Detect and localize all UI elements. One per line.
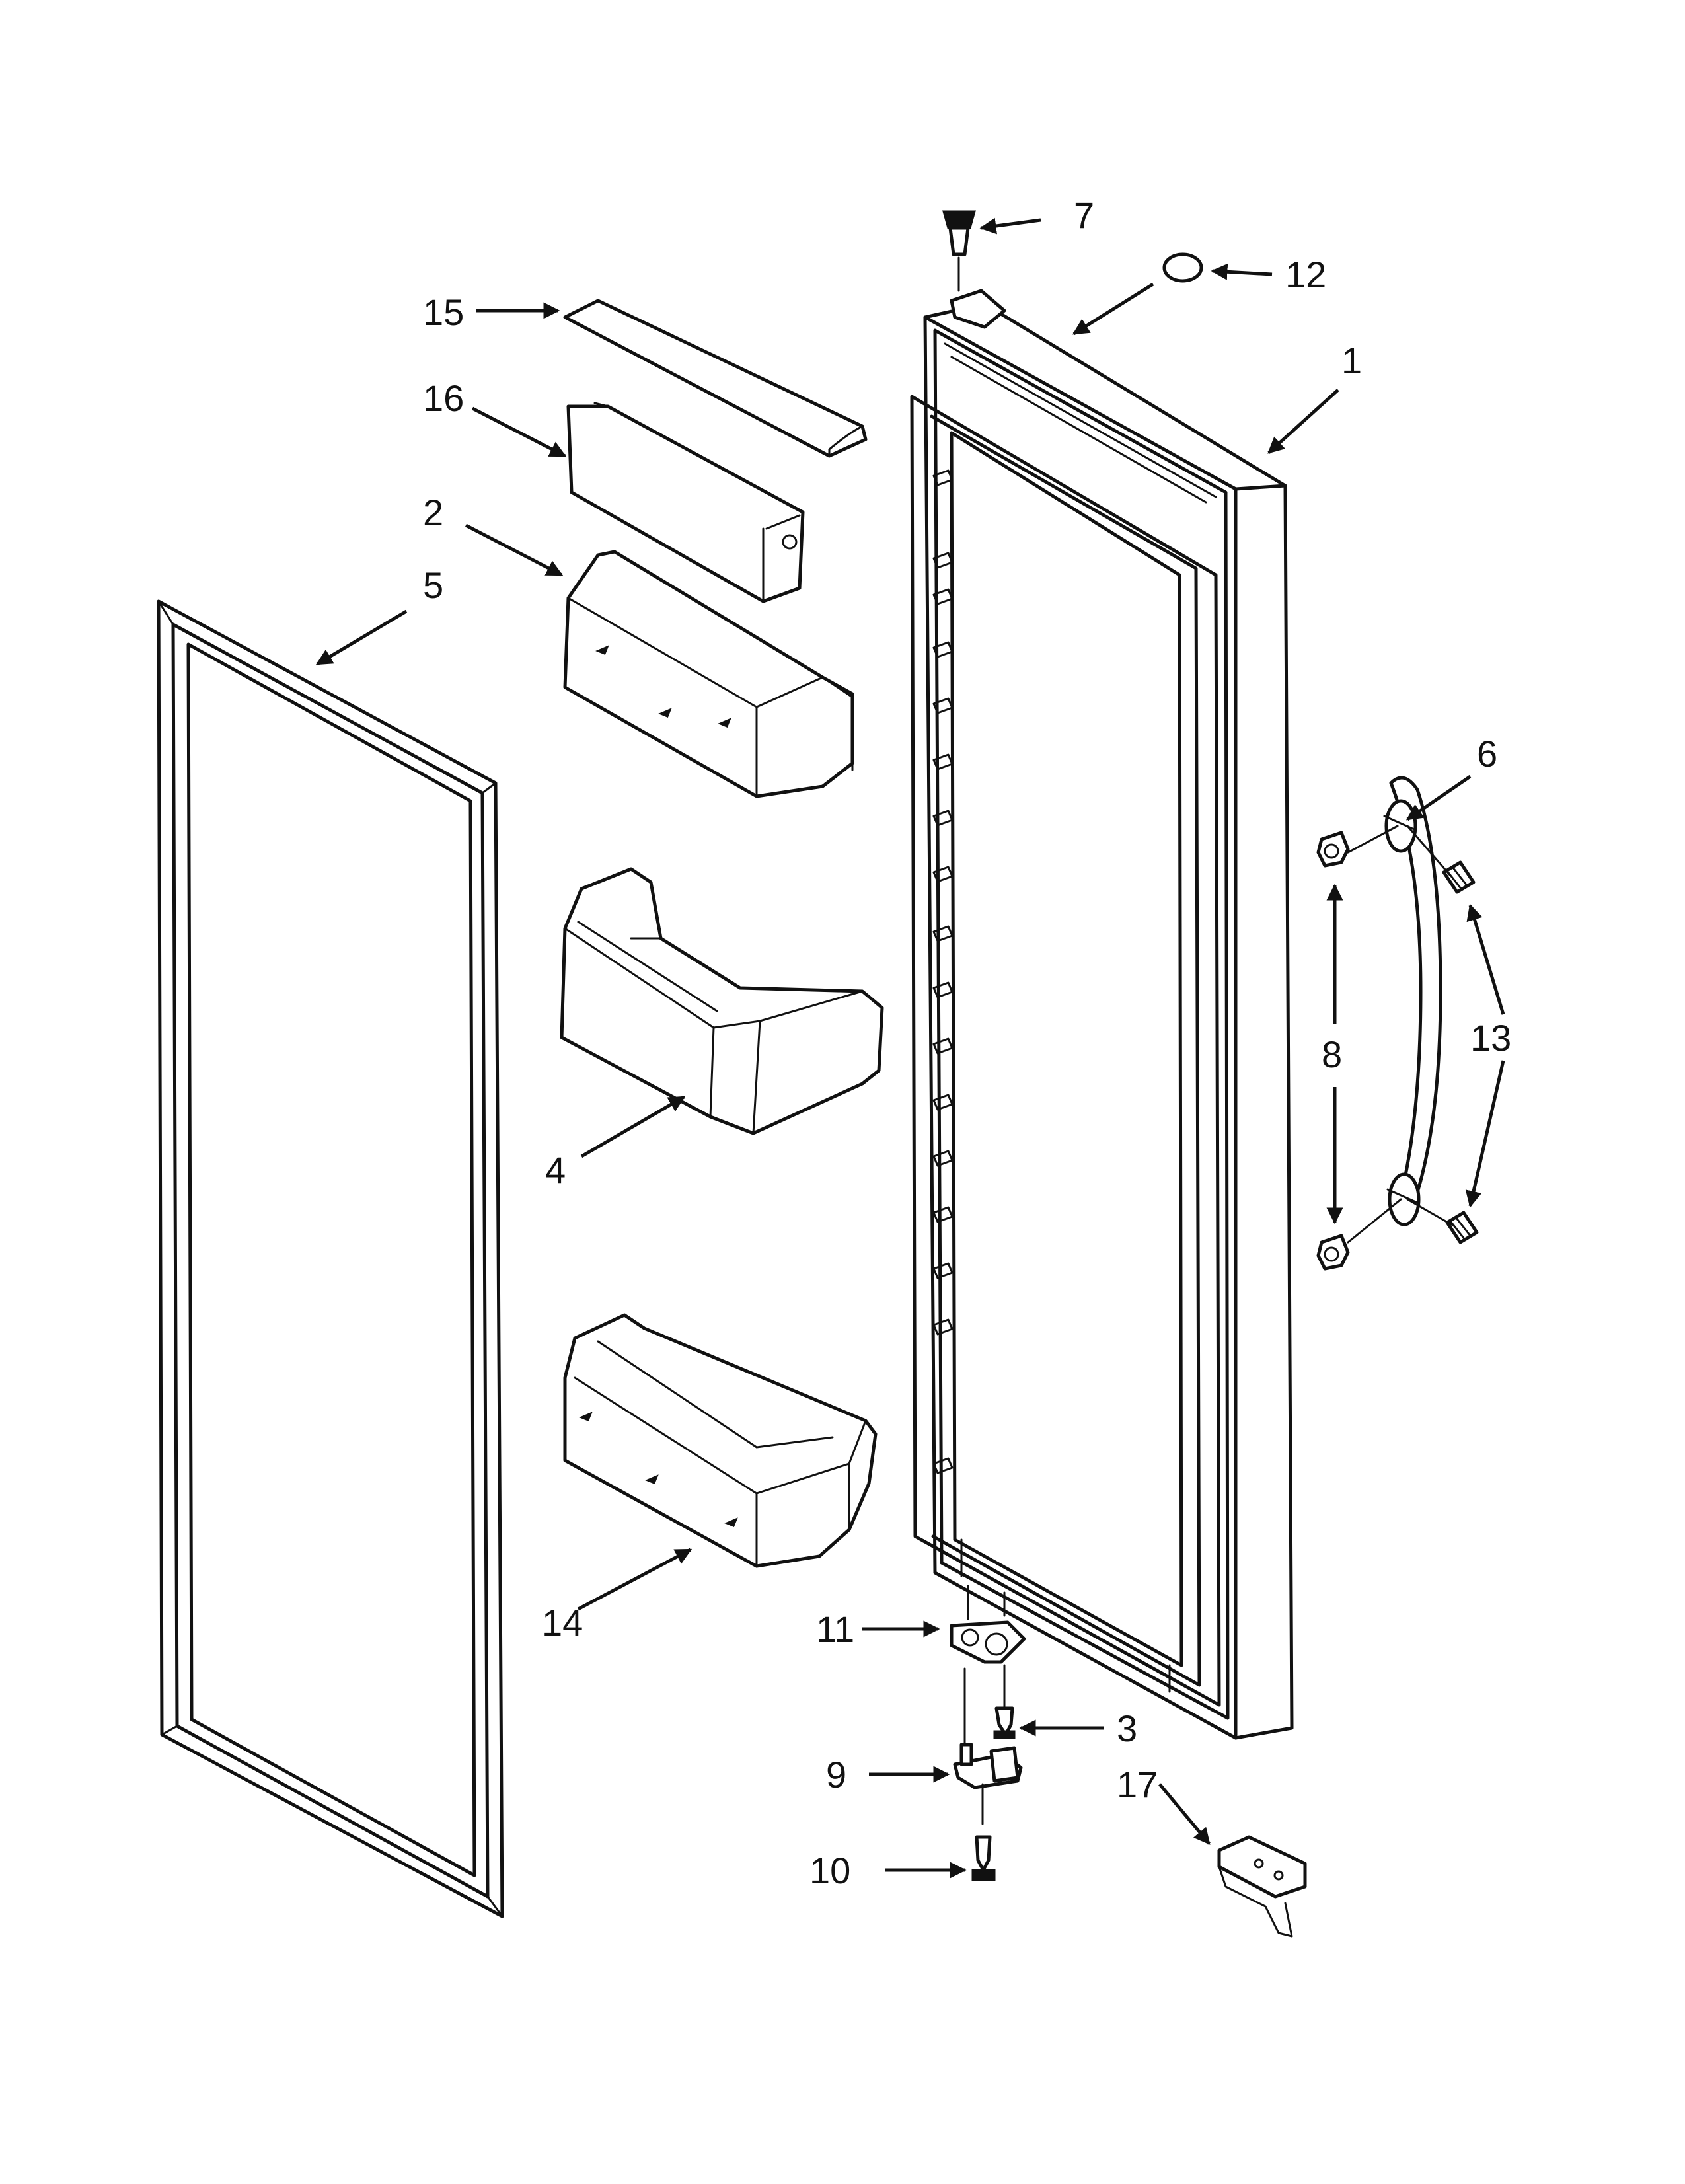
- shelf-studs: [932, 469, 954, 1474]
- upper-door-bin: [563, 550, 854, 798]
- callout-4: 4: [545, 1149, 566, 1191]
- hinge-cover: [1217, 1835, 1307, 1938]
- door-gasket: [157, 599, 504, 1918]
- middle-door-bin: [560, 867, 884, 1135]
- callout-6: 6: [1477, 733, 1497, 774]
- callout-7: 7: [1074, 194, 1094, 236]
- hinge-bracket: [950, 1585, 1026, 1664]
- callout-5: 5: [423, 564, 443, 606]
- callout-11: 11: [816, 1608, 854, 1650]
- bottom-screw: [971, 1835, 996, 1881]
- handle-spacers: [1316, 831, 1350, 1271]
- callout-13: 13: [1470, 1017, 1511, 1059]
- callout-8: 8: [1322, 1034, 1342, 1075]
- callout-16: 16: [423, 377, 464, 419]
- callout-9: 9: [826, 1754, 846, 1795]
- hinge-pin-assembly: [953, 1667, 1023, 1825]
- callout-10: 10: [809, 1850, 850, 1891]
- top-hinge-bushing: [942, 210, 976, 292]
- leader-lines: [315, 217, 1505, 1879]
- callout-17: 17: [1117, 1764, 1158, 1805]
- callout-12: 12: [1285, 254, 1326, 295]
- door-outer-panel: [910, 289, 1294, 1740]
- door-handle: [1383, 776, 1442, 1226]
- callout-14: 14: [542, 1602, 583, 1643]
- shelf-front: [566, 402, 805, 603]
- callout-1: 1: [1341, 340, 1362, 381]
- hinge-screw: [993, 1664, 1016, 1739]
- lower-door-bin: [563, 1313, 878, 1568]
- callout-labels: 7 12 1 15 16 2 5 6 8 13 4 14 11 3 9 17 1…: [423, 194, 1511, 1891]
- callout-2: 2: [423, 492, 443, 533]
- set-screws: [1442, 860, 1479, 1244]
- callout-15: 15: [423, 291, 464, 333]
- shelf-cover: [563, 299, 868, 458]
- o-ring: [1162, 252, 1203, 283]
- callout-3: 3: [1117, 1708, 1137, 1749]
